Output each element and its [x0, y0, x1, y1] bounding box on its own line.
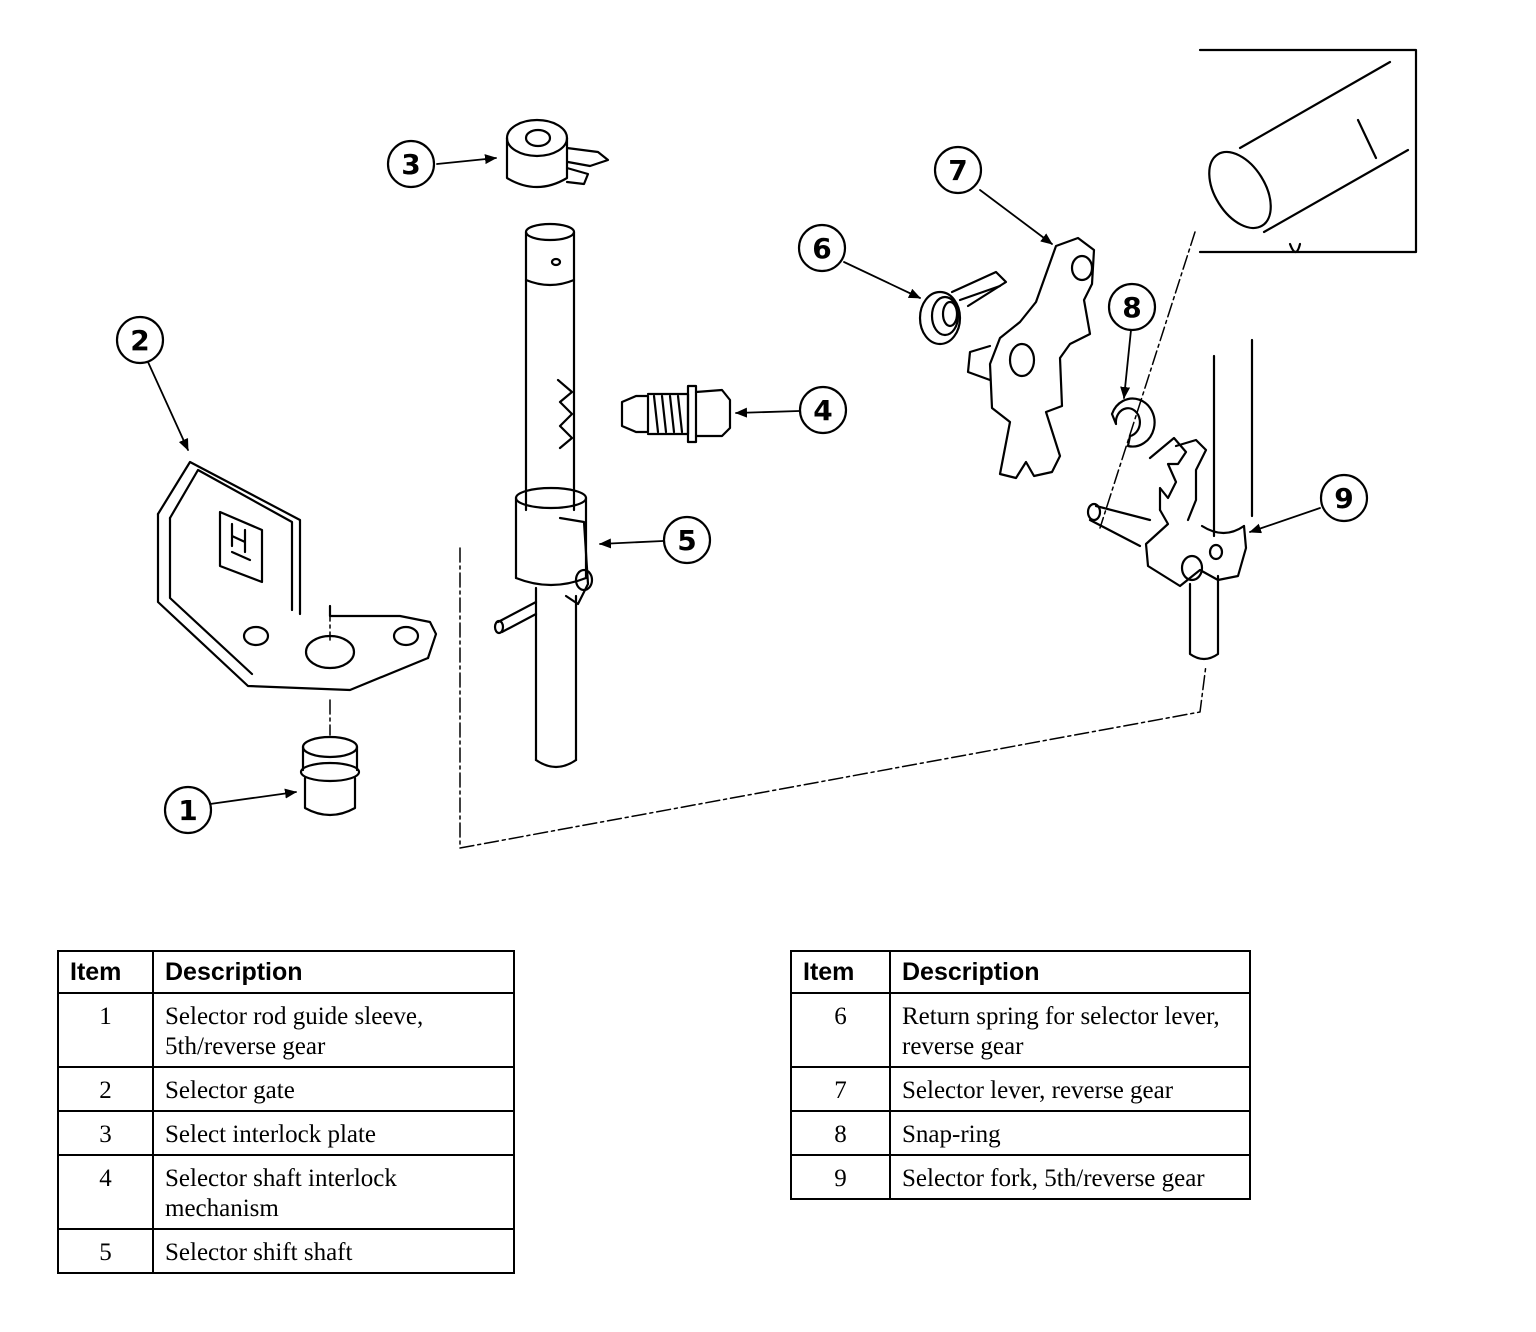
- callout-3: 3: [386, 139, 436, 189]
- table-row: 9 Selector fork, 5th/reverse gear: [790, 1154, 1251, 1200]
- callout-1-label: 1: [178, 794, 197, 827]
- callout-7: 7: [933, 145, 983, 195]
- item-description: Selector shaft interlock mechanism: [152, 1154, 515, 1230]
- item-number: 7: [790, 1066, 891, 1112]
- callout-5: 5: [662, 515, 712, 565]
- callout-8: 8: [1107, 282, 1157, 332]
- callout-9: 9: [1319, 473, 1369, 523]
- callout-7-label: 7: [948, 154, 967, 187]
- header-item: Item: [790, 950, 891, 994]
- guide-sleeve-part: [299, 735, 361, 817]
- selector-lever-part: [966, 236, 1096, 480]
- shift-shaft-part: [493, 222, 594, 769]
- item-number: 4: [57, 1154, 154, 1230]
- table-row: 1 Selector rod guide sleeve, 5th/reverse…: [57, 992, 515, 1068]
- item-description: Selector shift shaft: [152, 1228, 515, 1274]
- callout-2: 2: [115, 315, 165, 365]
- table-row: 7 Selector lever, reverse gear: [790, 1066, 1251, 1112]
- interlock-mechanism-part: [620, 384, 732, 444]
- leader-lines: [147, 154, 1321, 805]
- inset-detail-box: [1198, 48, 1418, 254]
- legend-table-right: Item Description 6 Return spring for sel…: [790, 950, 1251, 1200]
- item-description: Selector rod guide sleeve, 5th/reverse g…: [152, 992, 515, 1068]
- item-description: Selector fork, 5th/reverse gear: [889, 1154, 1251, 1200]
- callout-4: 4: [798, 385, 848, 435]
- item-number: 9: [790, 1154, 891, 1200]
- item-number: 8: [790, 1110, 891, 1156]
- header-item: Item: [57, 950, 154, 994]
- table-row: 8 Snap-ring: [790, 1110, 1251, 1156]
- item-description: Select interlock plate: [152, 1110, 515, 1156]
- table-row: 2 Selector gate: [57, 1066, 515, 1112]
- callout-6-label: 6: [812, 232, 831, 265]
- selector-gate-part: [156, 460, 438, 692]
- table-row: 3 Select interlock plate: [57, 1110, 515, 1156]
- legend-header-row: Item Description: [790, 950, 1251, 994]
- callout-2-label: 2: [130, 324, 149, 357]
- header-description: Description: [889, 950, 1251, 994]
- item-number: 2: [57, 1066, 154, 1112]
- callout-4-label: 4: [813, 394, 832, 427]
- interlock-plate-part: [505, 118, 610, 188]
- callout-5-label: 5: [677, 524, 696, 557]
- legend-header-row: Item Description: [57, 950, 515, 994]
- callout-9-label: 9: [1334, 482, 1353, 515]
- item-number: 5: [57, 1228, 154, 1274]
- callout-1: 1: [163, 785, 213, 835]
- table-row: 5 Selector shift shaft: [57, 1228, 515, 1274]
- table-row: 6 Return spring for selector lever, reve…: [790, 992, 1251, 1068]
- return-spring-part: [918, 270, 1008, 346]
- item-description: Selector lever, reverse gear: [889, 1066, 1251, 1112]
- item-number: 3: [57, 1110, 154, 1156]
- item-description: Snap-ring: [889, 1110, 1251, 1156]
- callout-8-label: 8: [1122, 291, 1141, 324]
- item-number: 6: [790, 992, 891, 1068]
- alignment-lines: [329, 231, 1207, 849]
- header-description: Description: [152, 950, 515, 994]
- item-description: Return spring for selector lever, revers…: [889, 992, 1251, 1068]
- selector-fork-part: [1086, 338, 1254, 661]
- table-row: 4 Selector shaft interlock mechanism: [57, 1154, 515, 1230]
- item-description: Selector gate: [152, 1066, 515, 1112]
- callout-6: 6: [797, 223, 847, 273]
- item-number: 1: [57, 992, 154, 1068]
- legend-table-left: Item Description 1 Selector rod guide sl…: [57, 950, 515, 1274]
- callout-3-label: 3: [401, 148, 420, 181]
- exploded-parts-diagram: 1 2 3 4 5 6 7 8: [115, 48, 1418, 849]
- snap-ring-part: [1110, 397, 1156, 448]
